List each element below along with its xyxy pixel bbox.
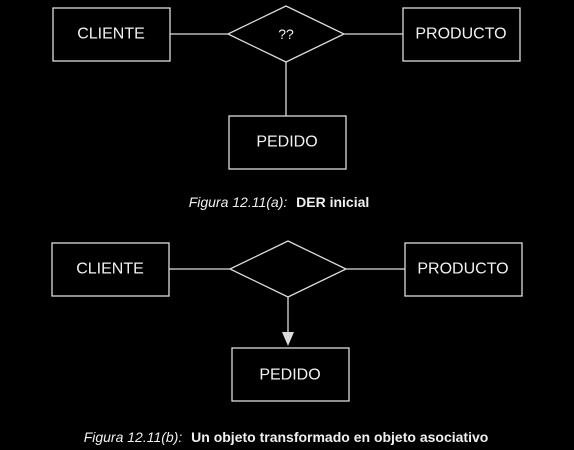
relationship-a: ?? <box>226 5 346 63</box>
diagram-a: CLIENTE ?? PRODUCTO PEDIDO Figura 12.11(… <box>52 5 521 210</box>
entity-pedido-b: PEDIDO <box>231 347 350 402</box>
entity-pedido-a: PEDIDO <box>228 115 347 170</box>
caption-title: DER inicial <box>296 194 369 210</box>
entity-label: CLIENTE <box>76 261 144 278</box>
entity-cliente-b: CLIENTE <box>51 242 170 297</box>
diagram-b: CLIENTE PRODUCTO PEDIDO Figura 12.11(b):… <box>51 240 523 445</box>
entity-label: PEDIDO <box>259 367 320 384</box>
entity-label: CLIENTE <box>77 26 145 43</box>
caption-a: Figura 12.11(a): DER inicial <box>189 194 370 210</box>
arrow-down-icon <box>282 332 294 346</box>
caption-b: Figura 12.11(b): Un objeto transformado … <box>84 429 489 445</box>
relationship-label: ?? <box>278 26 294 42</box>
entity-label: PRODUCTO <box>415 26 506 43</box>
entity-label: PEDIDO <box>256 134 317 151</box>
caption-title: Un objeto transformado en objeto asociat… <box>191 429 488 445</box>
entity-producto-b: PRODUCTO <box>404 242 523 297</box>
caption-prefix: Figura 12.11(b): <box>84 429 183 445</box>
caption-prefix: Figura 12.11(a): <box>189 194 288 210</box>
entity-cliente-a: CLIENTE <box>52 7 171 62</box>
entity-producto-a: PRODUCTO <box>402 7 521 62</box>
relationship-b <box>228 240 348 298</box>
entity-label: PRODUCTO <box>417 261 508 278</box>
